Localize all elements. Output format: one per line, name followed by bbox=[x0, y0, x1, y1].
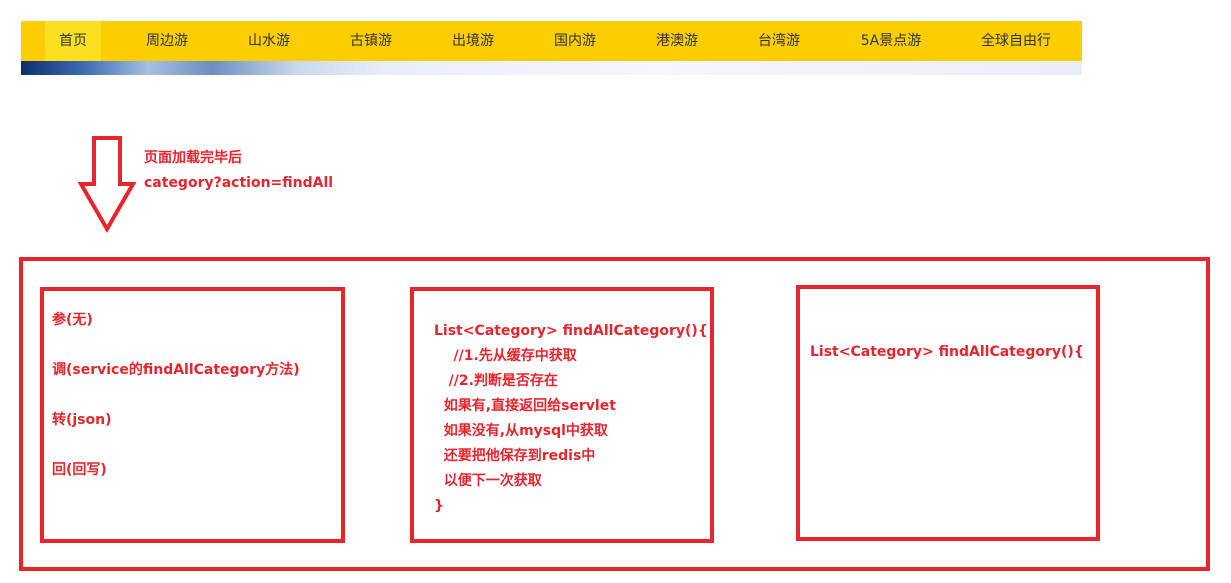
nav-item-hk-macau[interactable]: 港澳游 bbox=[656, 33, 698, 49]
page-loaded-note: 页面加载完毕后 bbox=[144, 150, 242, 166]
service-line-close-brace: } bbox=[434, 498, 444, 514]
service-box: List<Category> findAllCategory(){ //1.先从… bbox=[410, 287, 714, 543]
servlet-step-param: 参(无) bbox=[52, 312, 93, 328]
servlet-step-convert: 转(json) bbox=[52, 412, 112, 428]
dao-box: List<Category> findAllCategory(){ bbox=[796, 285, 1100, 541]
service-line-if-exists: 如果有,直接返回给servlet bbox=[434, 398, 616, 414]
banner-image-strip bbox=[21, 61, 1082, 75]
top-nav-bar: 首页 周边游 山水游 古镇游 出境游 国内游 港澳游 台湾游 5A景点游 全球自… bbox=[21, 21, 1082, 61]
request-url-note: category?action=findAll bbox=[144, 175, 334, 191]
outer-flow-box bbox=[19, 257, 1210, 571]
nav-item-taiwan[interactable]: 台湾游 bbox=[758, 33, 800, 49]
nav-item-ancient-town[interactable]: 古镇游 bbox=[350, 33, 392, 49]
nav-item-global-free-travel[interactable]: 全球自由行 bbox=[981, 33, 1051, 49]
service-line-signature: List<Category> findAllCategory(){ bbox=[434, 323, 708, 339]
nav-item-domestic[interactable]: 国内游 bbox=[554, 33, 596, 49]
nav-item-home[interactable]: 首页 bbox=[45, 21, 101, 61]
dao-line-signature: List<Category> findAllCategory(){ bbox=[810, 344, 1084, 360]
down-arrow-icon bbox=[78, 136, 137, 233]
service-line-comment-1: //1.先从缓存中获取 bbox=[434, 348, 577, 364]
nav-item-5a-scenic[interactable]: 5A景点游 bbox=[860, 33, 922, 49]
nav-item-outbound[interactable]: 出境游 bbox=[452, 33, 494, 49]
nav-item-landscape[interactable]: 山水游 bbox=[248, 33, 290, 49]
servlet-step-call: 调(service的findAllCategory方法) bbox=[52, 362, 300, 378]
servlet-box: 参(无) 调(service的findAllCategory方法) 转(json… bbox=[40, 287, 345, 543]
service-line-comment-2: //2.判断是否存在 bbox=[434, 373, 558, 389]
service-line-save-redis: 还要把他保存到redis中 bbox=[434, 448, 596, 464]
nav-item-nearby[interactable]: 周边游 bbox=[146, 33, 188, 49]
service-line-if-missing: 如果没有,从mysql中获取 bbox=[434, 423, 608, 439]
service-line-next-time: 以便下一次获取 bbox=[434, 473, 542, 489]
servlet-step-return: 回(回写) bbox=[52, 462, 107, 478]
